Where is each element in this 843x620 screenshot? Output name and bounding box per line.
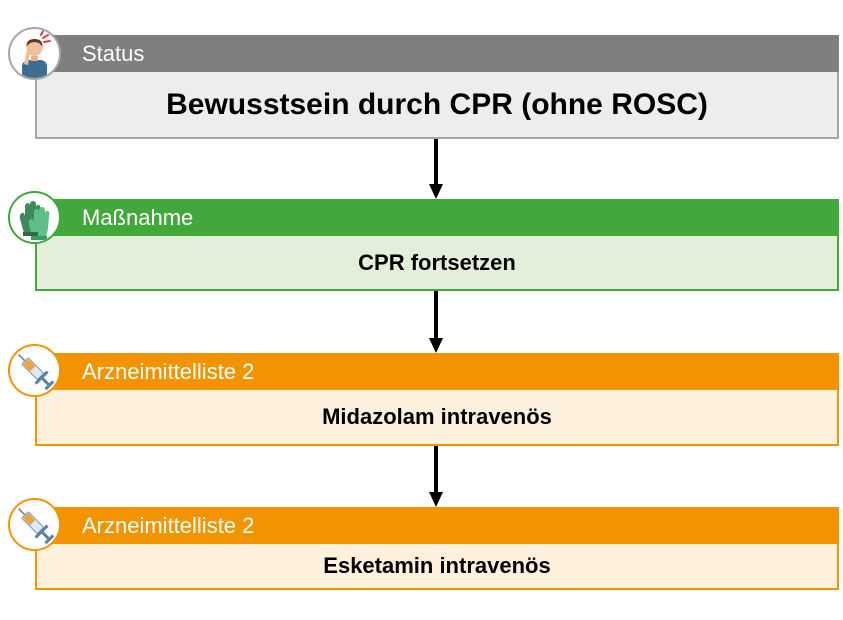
- drug-text-2: Esketamin intravenös: [323, 553, 551, 578]
- status-header-label: Status: [82, 41, 145, 66]
- syringe-icon: [8, 498, 61, 551]
- arrow-down-1: [429, 139, 443, 199]
- measure-text: CPR fortsetzen: [358, 250, 516, 275]
- drug-body-2: Esketamin intravenös: [35, 544, 839, 590]
- measure-header-label: Maßnahme: [82, 205, 194, 230]
- measure-step: Maßnahme CPR fortsetzen: [35, 199, 839, 291]
- arrow-down-3: [429, 446, 443, 507]
- status-header: Status: [35, 35, 839, 72]
- status-body: Bewusstsein durch CPR (ohne ROSC): [35, 72, 839, 139]
- measure-header: Maßnahme: [35, 199, 839, 236]
- measure-body: CPR fortsetzen: [35, 236, 839, 291]
- status-text: Bewusstsein durch CPR (ohne ROSC): [166, 88, 708, 121]
- drug-header-label-2: Arzneimittelliste 2: [82, 513, 255, 538]
- drug-step-2: Arzneimittelliste 2 Esketamin intravenös: [35, 507, 839, 590]
- drug-body-1: Midazolam intravenös: [35, 390, 839, 446]
- gloves-icon: [8, 191, 61, 244]
- status-step: Status Bewusstsein durch CPR (ohne ROSC): [35, 35, 839, 139]
- drug-text-1: Midazolam intravenös: [322, 404, 552, 429]
- drug-header-1: Arzneimittelliste 2: [35, 353, 839, 390]
- arrow-down-2: [429, 291, 443, 353]
- syringe-icon: [8, 344, 61, 397]
- drug-header-label-1: Arzneimittelliste 2: [82, 359, 255, 384]
- drug-header-2: Arzneimittelliste 2: [35, 507, 839, 544]
- person-headache-icon: [8, 27, 61, 80]
- drug-step-1: Arzneimittelliste 2 Midazolam intravenös: [35, 353, 839, 446]
